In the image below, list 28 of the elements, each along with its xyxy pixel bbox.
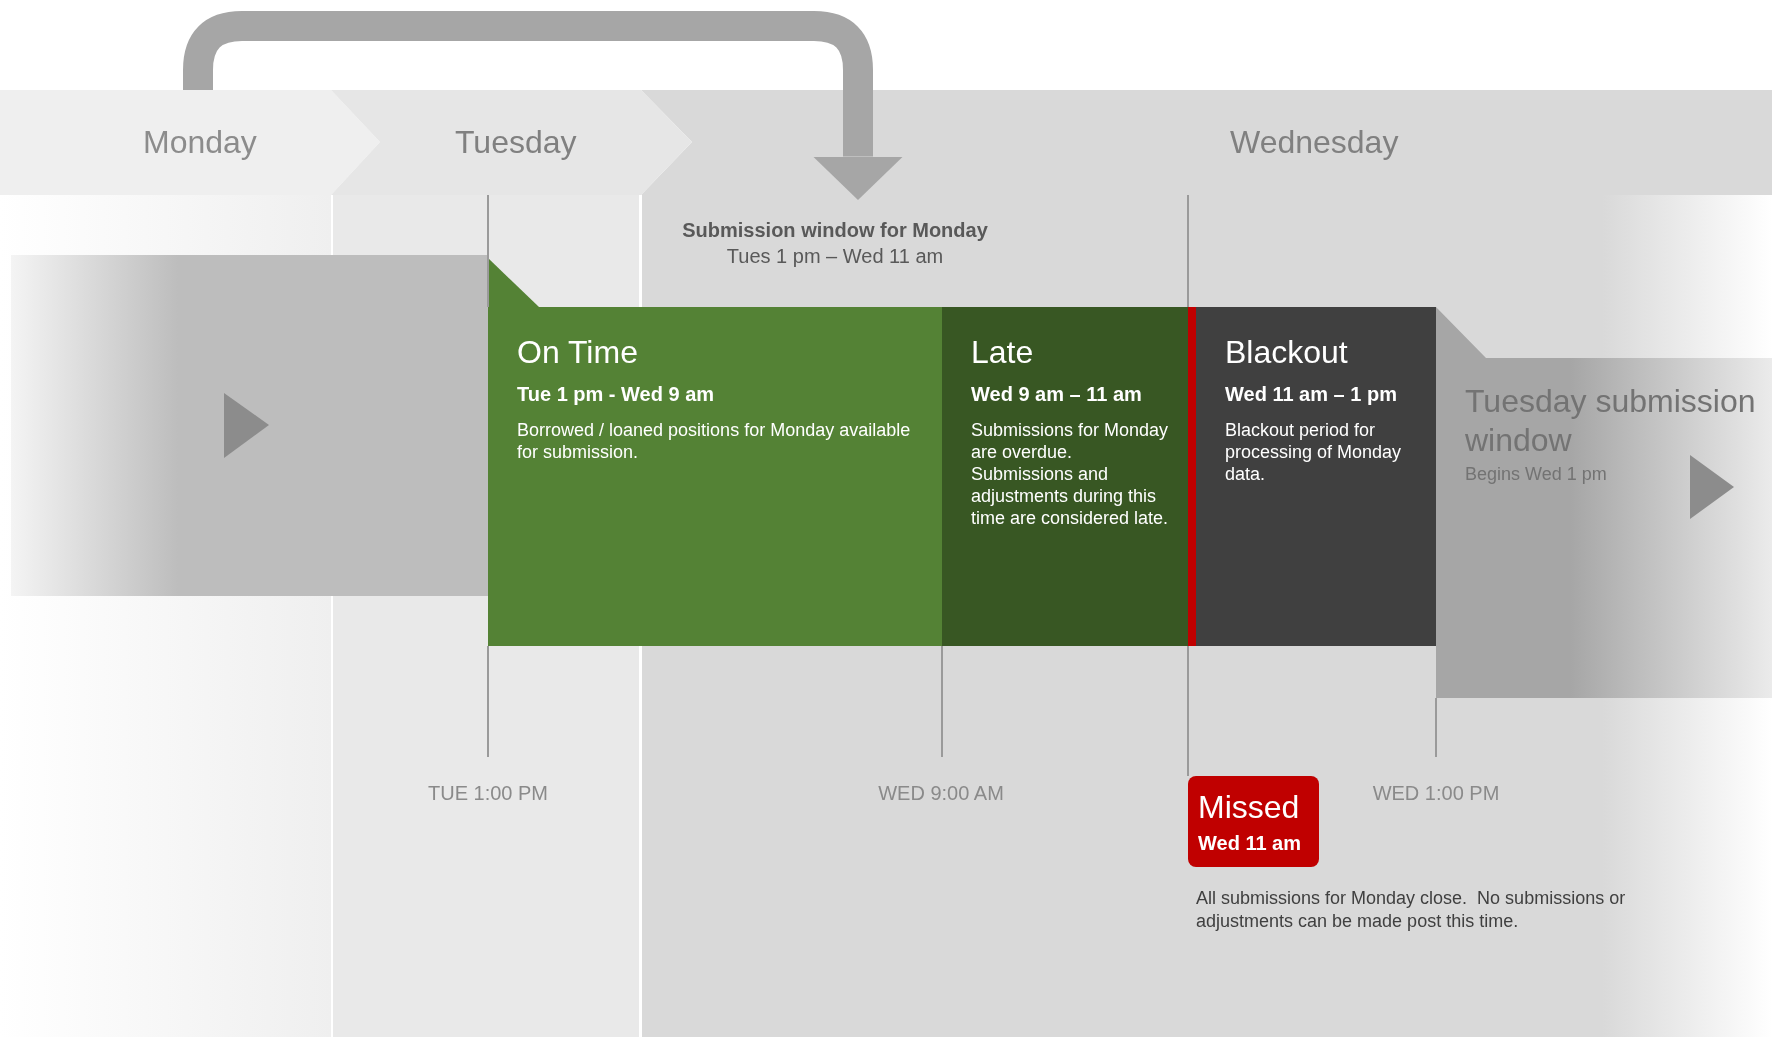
- time-range: Tue 1 pm - Wed 9 am: [517, 382, 716, 407]
- block-title: Late: [971, 333, 1035, 372]
- description-text: Tues 1 pm – Wed 11 am: [725, 244, 945, 269]
- block-title: Missed: [1198, 788, 1301, 827]
- block-title: On Time: [517, 333, 639, 372]
- status-block: [942, 307, 1188, 646]
- time-label: WED 1:00 PM: [1372, 782, 1500, 805]
- description-text: Blackout period for processing of Monday data.: [1225, 420, 1403, 487]
- time-label: WED 9:00 AM: [878, 782, 1004, 805]
- block-title: Blackout: [1225, 333, 1349, 372]
- time-range: Wed 9 am – 11 am: [971, 382, 1143, 407]
- day-header: [331, 90, 692, 195]
- description-text: Submissions for Monday are overdue. Submissions and adjustments during this time are considered late.: [971, 420, 1170, 531]
- note-text: All submissions for Monday close. No submissions or adjustments can be made post this time.: [1196, 887, 1627, 934]
- deadline-badge: [1188, 776, 1319, 867]
- time-range: Wed 11 am: [1198, 831, 1303, 856]
- description-text: Borrowed / loaned positions for Monday available for submission.: [517, 420, 912, 465]
- day-header: [0, 90, 380, 195]
- status-block: [488, 307, 942, 646]
- curved-arrow: [183, 11, 903, 200]
- status-block: [1196, 307, 1436, 646]
- time-label: TUE 1:00 PM: [428, 782, 548, 805]
- block-title: Monday: [143, 123, 257, 162]
- block-title: Tuesday: [455, 123, 577, 162]
- block-title: Wednesday: [1230, 123, 1399, 162]
- time-range: Wed 11 am – 1 pm: [1225, 382, 1398, 407]
- caption-title: Submission window for Monday: [681, 218, 989, 243]
- next-window-band: [1436, 307, 1772, 698]
